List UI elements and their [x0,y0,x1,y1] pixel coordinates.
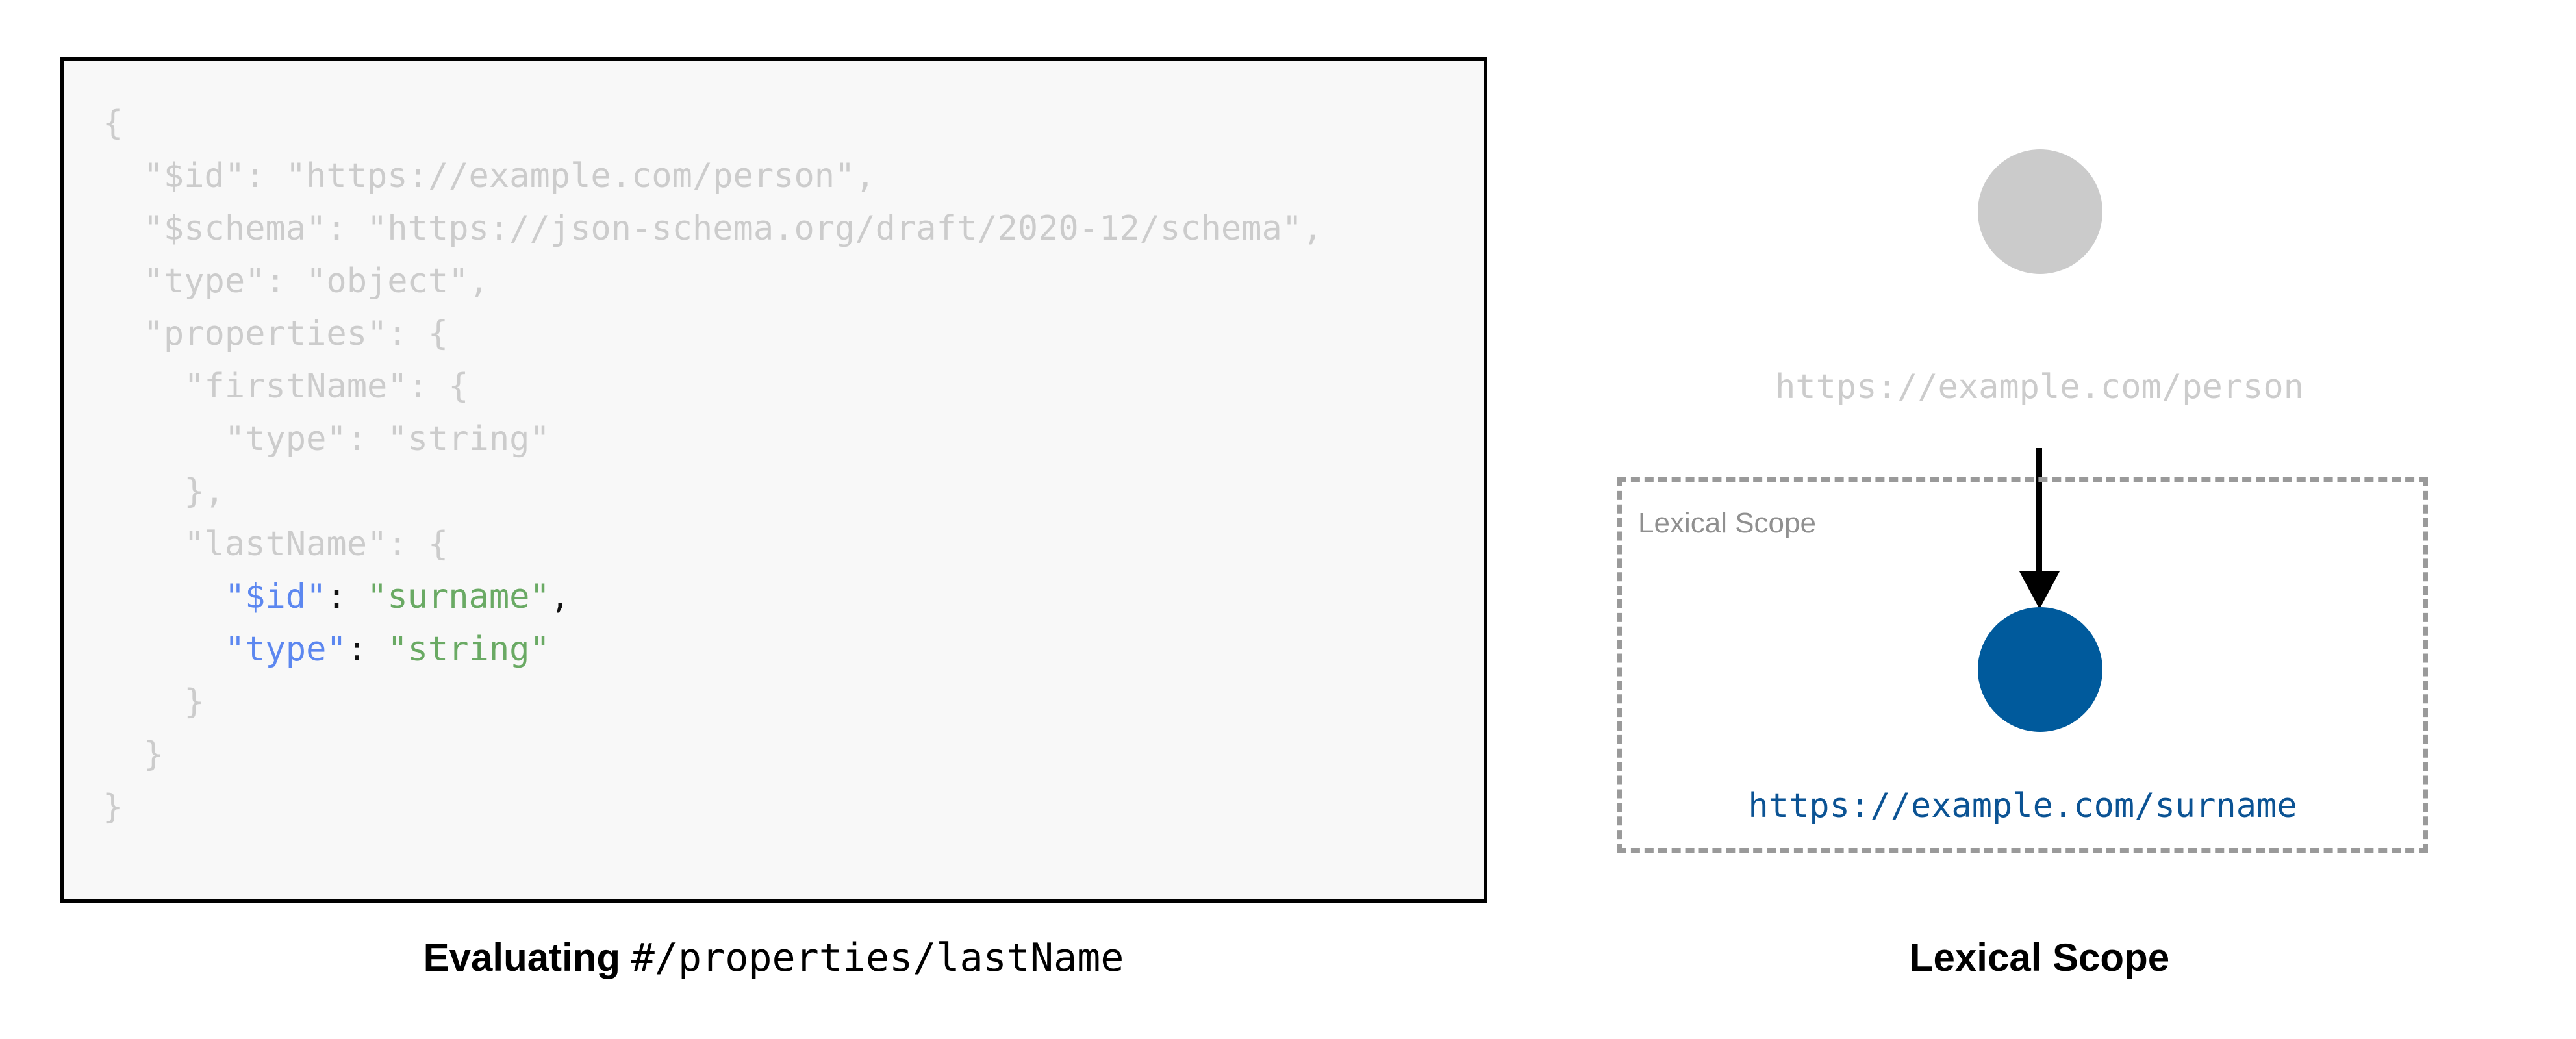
right-caption: Lexical Scope [1909,936,2170,979]
json-schema-code-panel: { "$id": "https://example.com/person", "… [60,57,1487,903]
code-token: "$id" [224,577,327,616]
code-line: "$id": "https://example.com/person", [103,150,1322,203]
code-token: "type": "object", [143,262,489,301]
inner-scope-node-label: https://example.com/surname [1748,786,2297,825]
code-token: : [326,577,347,616]
code-token: , [549,577,571,616]
outer-scope-node-label: https://example.com/person [1775,368,2304,407]
code-token: "properties": { [143,314,449,353]
lexical-scope-diagram: https://example.com/person Lexical Scope… [1559,39,2520,896]
code-token: "lastName": { [184,525,449,564]
lexical-scope-box-label: Lexical Scope [1638,507,1816,539]
code-token: "type": "string" [224,419,550,458]
code-line: "$schema": "https://json-schema.org/draf… [103,203,1323,255]
code-line: } [103,729,1322,781]
code-line: "properties": { [103,308,1322,360]
code-line: "firstName": { [103,360,1322,413]
lexical-scope-box [1617,477,2428,853]
code-token: } [184,682,205,721]
code-token: : [346,630,367,669]
arrow-down-icon-shaft [2036,448,2042,578]
code-token [347,577,367,616]
code-token: "$schema": "https://json-schema.org/draf… [143,209,1323,248]
outer-scope-node-circle-icon [1978,149,2102,274]
code-line: "type": "string" [103,623,1322,676]
code-token: "firstName": { [184,367,469,406]
left-caption-pointer: #/properties/lastName [631,935,1124,981]
left-caption: Evaluating #/properties/lastName [60,933,1487,983]
code-token: "type" [224,630,347,669]
code-line: "type": "string" [103,413,1322,466]
code-token [367,630,387,669]
code-line: }, [103,466,1322,518]
code-line: { [103,97,1322,150]
code-token: }, [184,472,225,511]
arrow-down-icon-head [2019,571,2060,609]
json-schema-code-listing: { "$id": "https://example.com/person", "… [103,97,1322,834]
inner-scope-node-circle-icon [1978,607,2102,732]
code-token: "$id": "https://example.com/person", [143,156,876,195]
code-token: "string" [387,630,550,669]
code-line: } [103,676,1322,729]
code-line: "$id": "surname", [103,571,1322,623]
code-line: "lastName": { [103,518,1322,571]
code-token: } [103,788,123,827]
code-token: } [143,735,164,774]
code-line: } [103,781,1322,834]
left-caption-strong: Evaluating [423,936,621,979]
code-line: "type": "object", [103,255,1322,308]
code-token: { [103,104,123,143]
code-token: "surname" [367,577,550,616]
